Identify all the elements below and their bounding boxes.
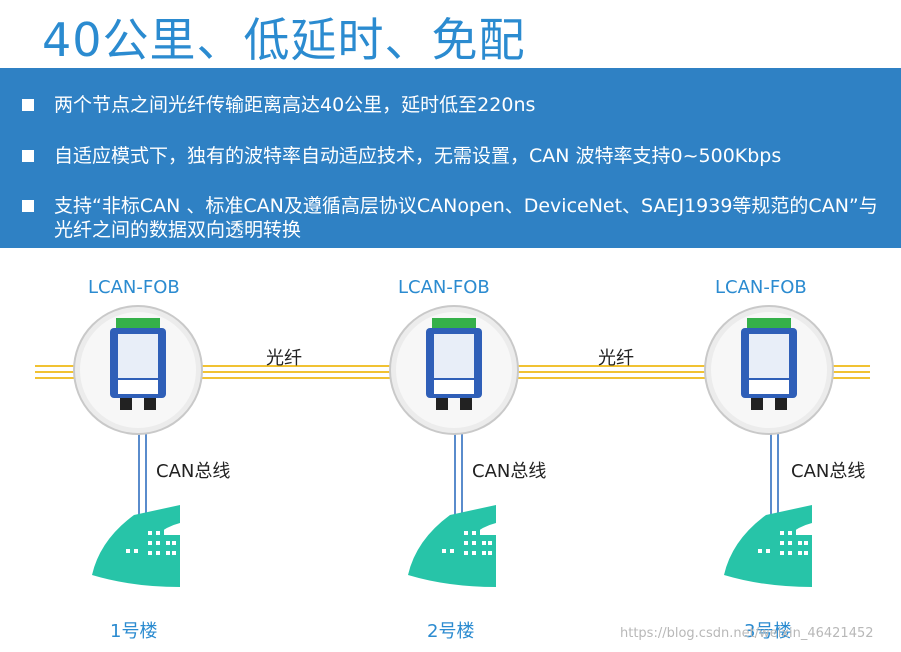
building-label: 3号楼 <box>744 621 792 642</box>
can-bus-label: CAN总线 <box>472 461 547 482</box>
page-title: 40公里、低延时、免配 <box>42 13 526 67</box>
device-label: LCAN-FOB <box>398 277 490 298</box>
bullet-square-icon <box>22 150 34 162</box>
bullet-text: 支持“非标CAN 、标准CAN及遵循高层协议CANopen、DeviceNet、… <box>54 195 878 241</box>
device-node-2 <box>389 305 519 435</box>
device-label: LCAN-FOB <box>88 277 180 298</box>
building-icon <box>408 505 496 587</box>
bullet-square-icon <box>22 99 34 111</box>
bullet-text: 两个节点之间光纤传输距离高达40公里，延时低至220ns <box>54 94 536 116</box>
bullet-text: 自适应模式下，独有的波特率自动适应技术，无需设置，CAN 波特率支持0~500K… <box>54 145 782 167</box>
building-label: 1号楼 <box>110 621 158 642</box>
can-bus-label: CAN总线 <box>791 461 866 482</box>
device-node-3 <box>704 305 834 435</box>
feature-band <box>0 68 901 248</box>
fiber-label: 光纤 <box>266 348 302 369</box>
fiber-label: 光纤 <box>598 348 634 369</box>
can-bus-line <box>770 430 779 520</box>
bullet-square-icon <box>22 200 34 212</box>
building-label: 2号楼 <box>427 621 475 642</box>
building-icon <box>724 505 812 587</box>
can-bus-line <box>454 430 463 520</box>
device-label: LCAN-FOB <box>715 277 807 298</box>
can-bus-label: CAN总线 <box>156 461 231 482</box>
can-bus-line <box>138 430 147 520</box>
building-icon <box>92 505 180 587</box>
watermark: https://blog.csdn.net/weixin_46421452 <box>620 626 874 641</box>
device-node-1 <box>73 305 203 435</box>
